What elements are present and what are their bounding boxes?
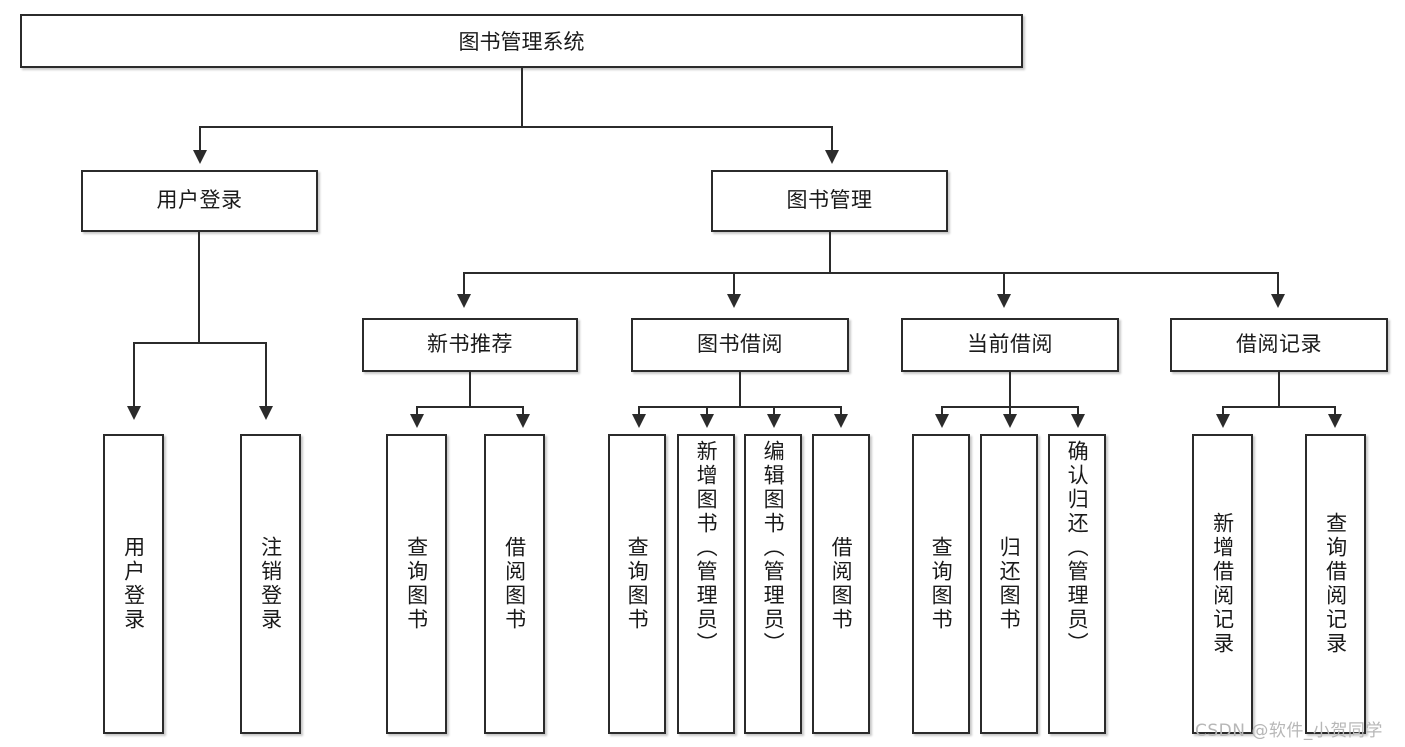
node-leaf-logout-login[interactable]: 注销登录: [240, 434, 301, 734]
node-book-manage[interactable]: 图书管理: [711, 170, 948, 232]
arrowhead-leaf-user-login: [127, 406, 141, 420]
edge-root-to-user-login: [199, 126, 201, 152]
node-label: 查询图书: [929, 536, 954, 632]
edge-bb-to-leaf-4: [840, 406, 842, 418]
node-leaf-query-book-3[interactable]: 查询图书: [912, 434, 970, 734]
arrowhead-leaf-query-book-1: [410, 414, 424, 428]
edge-nbr-to-leaf-2: [522, 406, 524, 418]
arrowhead-leaf-add-book: [700, 414, 714, 428]
node-label: 用户登录: [121, 536, 146, 632]
node-root-system[interactable]: 图书管理系统: [20, 14, 1023, 68]
node-leaf-add-record[interactable]: 新增借阅记录: [1192, 434, 1253, 734]
node-leaf-return-book[interactable]: 归还图书: [980, 434, 1038, 734]
node-new-book-recommend[interactable]: 新书推荐: [362, 318, 578, 372]
node-leaf-user-login[interactable]: 用户登录: [103, 434, 164, 734]
edge-br-to-leaf-2: [1334, 406, 1336, 418]
node-label: 新增图书（管理员）: [694, 440, 719, 656]
node-label: 查询图书: [404, 536, 429, 632]
arrowhead-book-borrow: [727, 294, 741, 308]
edge-root-stem: [521, 68, 523, 126]
node-label: 新增借阅记录: [1210, 512, 1235, 656]
node-label: 用户登录: [156, 188, 243, 213]
arrowhead-to-user-login: [193, 150, 207, 164]
arrowhead-borrow-record: [1271, 294, 1285, 308]
edge-book-manage-stem: [829, 232, 831, 272]
node-leaf-query-record[interactable]: 查询借阅记录: [1305, 434, 1366, 734]
node-leaf-add-book[interactable]: 新增图书（管理员）: [677, 434, 735, 734]
edge-bb-to-leaf-2: [706, 406, 708, 418]
edge-nbr-to-leaf-1: [416, 406, 418, 418]
node-label: 图书管理: [786, 188, 873, 213]
edge-br-to-leaf-1: [1222, 406, 1224, 418]
edge-cb-to-leaf-2: [1009, 406, 1011, 418]
node-leaf-borrow-book-1[interactable]: 借阅图书: [484, 434, 545, 734]
arrowhead-leaf-query-book-2: [632, 414, 646, 428]
edge-bb-to-leaf-3: [773, 406, 775, 418]
arrowhead-leaf-add-record: [1216, 414, 1230, 428]
node-leaf-borrow-book-2[interactable]: 借阅图书: [812, 434, 870, 734]
node-label: 注销登录: [258, 536, 283, 632]
node-label: 确认归还（管理员）: [1065, 440, 1090, 656]
arrowhead-leaf-edit-book: [767, 414, 781, 428]
node-label: 借阅记录: [1236, 332, 1322, 357]
node-current-borrow[interactable]: 当前借阅: [901, 318, 1119, 372]
node-label: 图书管理系统: [458, 30, 585, 54]
node-label: 图书借阅: [697, 332, 783, 357]
arrowhead-leaf-logout-login: [259, 406, 273, 420]
node-label: 查询图书: [625, 536, 650, 632]
node-user-login[interactable]: 用户登录: [81, 170, 318, 232]
edge-root-bus: [199, 126, 833, 128]
node-borrow-record[interactable]: 借阅记录: [1170, 318, 1388, 372]
edge-bb-to-leaf-1: [638, 406, 640, 418]
node-leaf-edit-book[interactable]: 编辑图书（管理员）: [744, 434, 802, 734]
node-leaf-query-book-2[interactable]: 查询图书: [608, 434, 666, 734]
edge-book-manage-to-l3-3: [1003, 272, 1005, 296]
edge-new-book-recommend-stem: [469, 372, 471, 406]
watermark-csdn: CSDN @软件_小贺同学: [1195, 721, 1383, 741]
node-label: 借阅图书: [502, 536, 527, 632]
edge-new-book-recommend-bus: [416, 406, 524, 408]
arrowhead-leaf-query-book-3: [935, 414, 949, 428]
node-label: 归还图书: [997, 536, 1022, 632]
node-leaf-confirm-return[interactable]: 确认归还（管理员）: [1048, 434, 1106, 734]
edge-book-borrow-bus: [638, 406, 842, 408]
node-leaf-query-book-1[interactable]: 查询图书: [386, 434, 447, 734]
edge-user-login-stem: [198, 232, 200, 342]
arrowhead-leaf-return-book: [1003, 414, 1017, 428]
arrowhead-current-borrow: [997, 294, 1011, 308]
edge-borrow-record-stem: [1278, 372, 1280, 406]
arrowhead-to-book-manage: [825, 150, 839, 164]
edge-root-to-book-manage: [831, 126, 833, 152]
edge-user-login-bus: [133, 342, 267, 344]
arrowhead-new-book-recommend: [457, 294, 471, 308]
node-label: 当前借阅: [967, 332, 1053, 357]
edge-user-login-to-leaf-1: [133, 342, 135, 408]
edge-book-borrow-stem: [739, 372, 741, 406]
edge-user-login-to-leaf-2: [265, 342, 267, 408]
node-book-borrow[interactable]: 图书借阅: [631, 318, 849, 372]
node-label: 借阅图书: [829, 536, 854, 632]
edge-borrow-record-bus: [1222, 406, 1336, 408]
arrowhead-leaf-borrow-book-2: [834, 414, 848, 428]
edge-book-manage-to-l3-1: [463, 272, 465, 296]
edge-cb-to-leaf-1: [941, 406, 943, 418]
node-label: 编辑图书（管理员）: [761, 440, 786, 656]
arrowhead-leaf-query-record: [1328, 414, 1342, 428]
edge-book-manage-to-l3-4: [1277, 272, 1279, 296]
arrowhead-leaf-borrow-book-1: [516, 414, 530, 428]
edge-book-manage-to-l3-2: [733, 272, 735, 296]
edge-book-manage-bus: [463, 272, 1279, 274]
node-label: 查询借阅记录: [1323, 512, 1348, 656]
edge-current-borrow-stem: [1009, 372, 1011, 406]
arrowhead-leaf-confirm-return: [1071, 414, 1085, 428]
edge-cb-to-leaf-3: [1077, 406, 1079, 418]
node-label: 新书推荐: [427, 332, 513, 357]
